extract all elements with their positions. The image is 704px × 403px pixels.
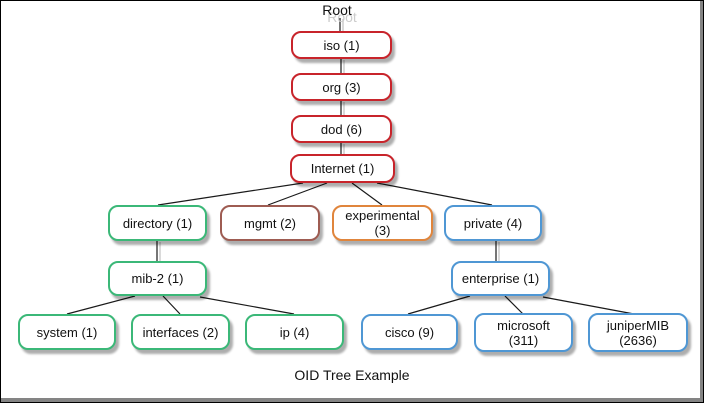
node-label: (3) (374, 223, 391, 238)
node-label: enterprise (1) (461, 271, 540, 286)
edge-4 (157, 182, 304, 206)
tree-node-directory: directory (1) (108, 205, 207, 241)
diagram-caption: OID Tree Example (294, 367, 410, 383)
node-label: directory (1) (122, 215, 193, 231)
node-label: Internet (1) (310, 161, 375, 176)
tree-node-enterprise: enterprise (1) (451, 261, 550, 296)
node-label: system (1) (36, 324, 98, 340)
edge-11 (199, 296, 295, 315)
tree-node-mgmt: mgmt (2) (220, 205, 320, 241)
tree-node-iso: iso (1) (291, 31, 392, 59)
node-label: microsoft (497, 317, 550, 333)
tree-node-experimental: experimental(3) (332, 205, 433, 241)
root-label-shadow: Root (327, 9, 357, 25)
root-label: Root (322, 2, 352, 18)
tree-node-microsoft: microsoft(311) (474, 313, 573, 352)
tree-node-interfaces: interfaces (2) (131, 314, 230, 350)
edge-5 (267, 182, 328, 206)
node-label: org (3) (322, 79, 361, 95)
edge-15 (542, 296, 635, 315)
node-label: experimental (345, 208, 420, 223)
tree-node-cisco: cisco (9) (361, 314, 458, 350)
edge-14 (504, 295, 524, 315)
tree-node-dod: dod (6) (291, 115, 392, 143)
tree-node-mib-2: mib-2 (1) (108, 261, 207, 296)
node-label: (2636) (619, 332, 657, 348)
node-label: ip (4) (279, 324, 310, 340)
tree-node-junipermib: juniperMIB(2636) (588, 313, 688, 352)
node-label: iso (1) (323, 37, 360, 53)
tree-node-private: private (4) (444, 205, 542, 241)
node-label: dod (6) (320, 121, 363, 137)
edge-6 (351, 182, 383, 206)
edge-9 (66, 295, 136, 315)
node-label: (311) (508, 332, 539, 348)
tree-node-org: org (3) (291, 73, 392, 101)
node-label: juniperMIB (606, 317, 670, 333)
node-label: private (4) (463, 215, 523, 231)
edge-7 (376, 182, 493, 206)
edge-13 (407, 295, 471, 315)
node-label: mib-2 (1) (131, 271, 184, 286)
node-label: cisco (9) (384, 324, 435, 340)
tree-node-ip: ip (4) (245, 314, 344, 350)
tree-node-system: system (1) (18, 314, 116, 350)
tree-node-internet: Internet (1) (290, 154, 395, 183)
node-label: mgmt (2) (244, 215, 296, 231)
edge-10 (162, 295, 181, 315)
node-label: interfaces (2) (142, 324, 219, 340)
